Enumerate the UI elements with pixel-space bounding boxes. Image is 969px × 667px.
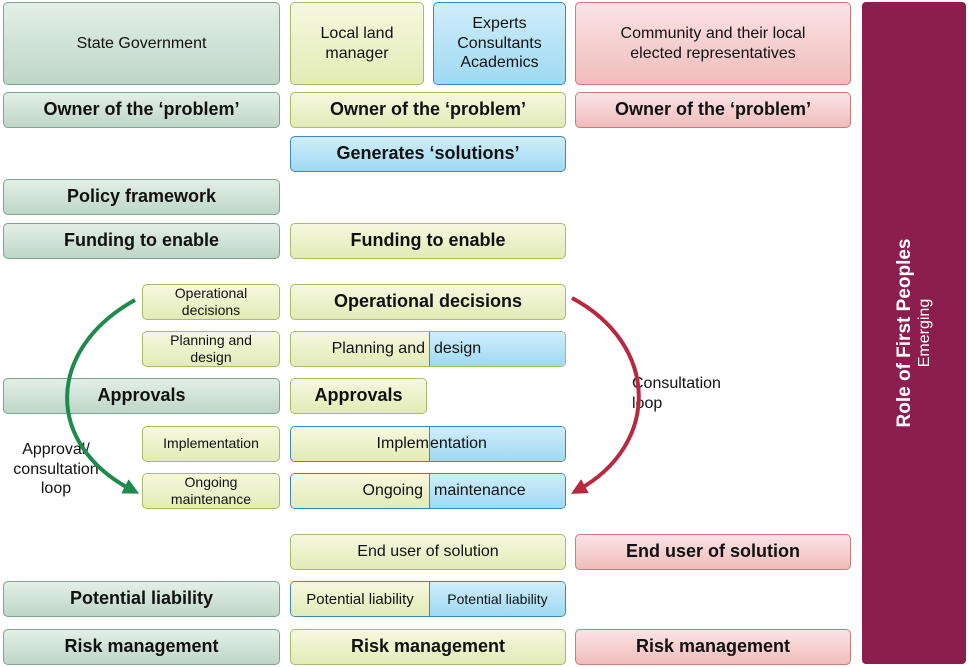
- approval-loop-text: Approval/ consultation loop: [13, 441, 99, 498]
- local-impl-left: Implem: [291, 427, 429, 461]
- local-liability-split: Potential liability Potential liability: [290, 581, 566, 617]
- policy-framework-label: Policy framework: [66, 186, 217, 207]
- first-peoples-subtitle: Emerging: [916, 298, 933, 368]
- local-risk-label: Risk management: [350, 636, 506, 657]
- local-implementation-split: Implem entation: [290, 426, 566, 462]
- header-experts-label: Experts Consultants Academics: [457, 15, 542, 72]
- state-owner-label: Owner of the ‘problem’: [43, 99, 240, 120]
- local-end-user-box: End user of solution: [290, 534, 566, 570]
- local-end-user-label: End user of solution: [357, 543, 499, 561]
- first-peoples-text: Role of First Peoples Emerging: [894, 239, 934, 428]
- local-liability-left-label: Potential liability: [306, 590, 414, 608]
- header-local-land-manager: Local land manager: [290, 2, 424, 85]
- local-ongoing-left: Ongoing: [291, 474, 429, 508]
- state-ongoing-box: Ongoing maintenance: [142, 473, 280, 509]
- local-liability-right-label: Potential liability: [447, 591, 548, 607]
- state-operational-label: Operational decisions: [174, 284, 248, 318]
- local-funding-box: Funding to enable: [290, 223, 566, 259]
- local-planning-right: design: [429, 332, 565, 366]
- local-operational-box: Operational decisions: [290, 284, 566, 320]
- local-risk-box: Risk management: [290, 629, 566, 665]
- local-planning-left: Planning and: [291, 332, 429, 366]
- local-planning-split: Planning and design: [290, 331, 566, 367]
- state-implementation-label: Implementation: [163, 435, 259, 452]
- consultation-loop-arrow: [570, 296, 641, 494]
- community-risk-label: Risk management: [635, 636, 791, 657]
- local-owner-label: Owner of the ‘problem’: [329, 99, 526, 120]
- state-liability-label: Potential liability: [69, 588, 214, 609]
- local-liability-right: Potential liability: [429, 582, 565, 616]
- local-approvals-label: Approvals: [314, 385, 403, 406]
- local-ongoing-split: Ongoing maintenance: [290, 473, 566, 509]
- local-planning-left-label: Planning and: [331, 340, 425, 357]
- state-operational-box: Operational decisions: [142, 284, 280, 320]
- first-peoples-title: Role of First Peoples: [894, 238, 915, 428]
- state-owner-box: Owner of the ‘problem’: [3, 92, 280, 128]
- state-approvals-label: Approvals: [97, 385, 186, 406]
- state-liability-box: Potential liability: [3, 581, 280, 617]
- first-peoples-band: Role of First Peoples Emerging: [862, 2, 966, 664]
- generates-solutions-label: Generates ‘solutions’: [336, 143, 520, 164]
- community-owner-box: Owner of the ‘problem’: [575, 92, 851, 128]
- generates-solutions-box: Generates ‘solutions’: [290, 136, 566, 172]
- state-implementation-box: Implementation: [142, 426, 280, 462]
- state-funding-label: Funding to enable: [64, 230, 219, 251]
- state-risk-label: Risk management: [64, 636, 219, 657]
- header-local-label: Local land manager: [320, 24, 394, 62]
- community-risk-box: Risk management: [575, 629, 851, 665]
- community-owner-label: Owner of the ‘problem’: [614, 99, 811, 120]
- local-ongoing-right-label: maintenance: [434, 482, 526, 499]
- state-funding-box: Funding to enable: [3, 223, 280, 259]
- state-planning-label: Planning and design: [170, 331, 252, 365]
- approval-loop-label: Approval/ consultation loop: [6, 440, 106, 499]
- header-community: Community and their local elected repres…: [575, 2, 851, 85]
- header-state-label: State Government: [76, 34, 207, 52]
- local-operational-label: Operational decisions: [333, 291, 523, 312]
- header-experts: Experts Consultants Academics: [433, 2, 566, 85]
- local-liability-left: Potential liability: [291, 582, 429, 616]
- local-impl-right-label: entation: [430, 435, 487, 452]
- local-impl-right: entation: [429, 427, 565, 461]
- state-planning-box: Planning and design: [142, 331, 280, 367]
- community-end-user-box: End user of solution: [575, 534, 851, 570]
- policy-framework-box: Policy framework: [3, 179, 280, 215]
- local-funding-label: Funding to enable: [350, 230, 506, 251]
- local-ongoing-left-label: Ongoing: [362, 482, 424, 499]
- header-state-government: State Government: [3, 2, 280, 85]
- state-approvals-box: Approvals: [3, 378, 280, 414]
- approval-loop-arrow: [65, 298, 140, 494]
- local-ongoing-right: maintenance: [429, 474, 565, 508]
- local-planning-right-label: design: [434, 340, 482, 357]
- local-owner-box: Owner of the ‘problem’: [290, 92, 566, 128]
- state-risk-box: Risk management: [3, 629, 280, 665]
- community-end-user-label: End user of solution: [626, 541, 800, 562]
- state-ongoing-label: Ongoing maintenance: [170, 473, 252, 507]
- local-approvals-box: Approvals: [290, 378, 427, 414]
- header-community-label: Community and their local elected repres…: [620, 24, 806, 62]
- local-impl-left-label: Implem: [376, 435, 429, 452]
